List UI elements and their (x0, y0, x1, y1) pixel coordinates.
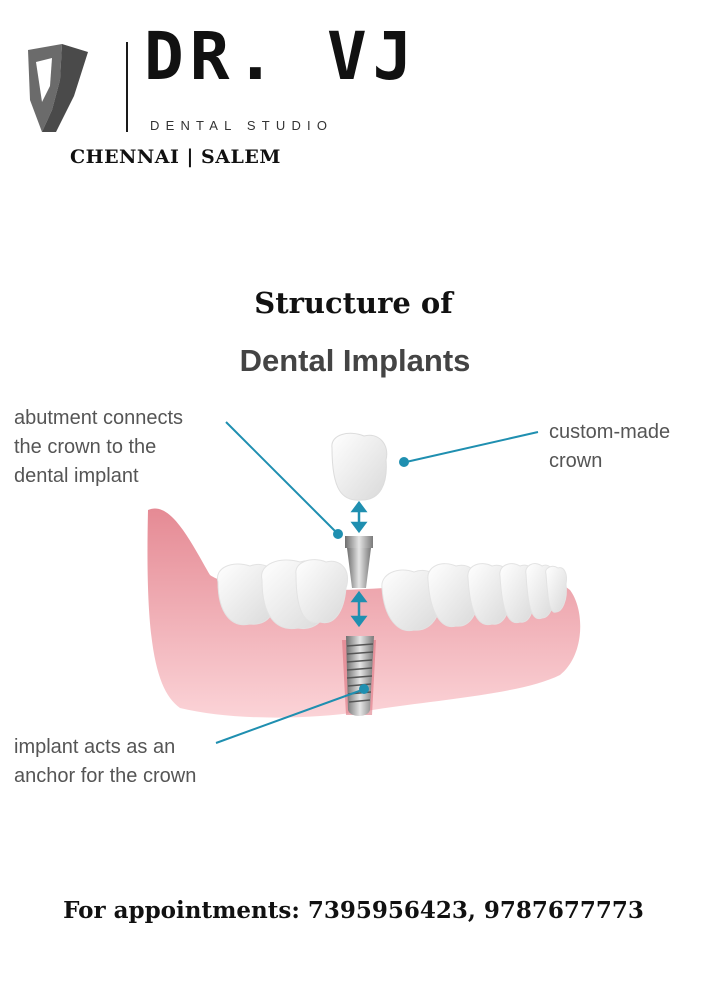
arrow-abutment-implant (350, 590, 368, 628)
pointer-abutment (225, 421, 343, 539)
abutment (345, 536, 373, 588)
clinic-locations: CHENNAI | SALEM (70, 146, 281, 168)
implant-diagram (147, 421, 581, 744)
logo-divider (126, 42, 128, 132)
clinic-logo: DR. VJ DENTAL STUDIO (22, 24, 412, 138)
crown (331, 432, 388, 501)
label-implant: implant acts as an anchor for the crown (14, 736, 197, 787)
implant-screw (346, 636, 374, 716)
poster-title-line1: Structure of (254, 286, 453, 320)
label-crown: custom-made crown (549, 421, 671, 472)
label-abutment: abutment connects the crown to the denta… (14, 407, 183, 487)
logo-name: DR. VJ (144, 18, 419, 95)
logo-subtitle: DENTAL STUDIO (150, 118, 334, 133)
gum (147, 508, 581, 718)
pointer-implant (215, 684, 369, 744)
teeth-right (381, 563, 567, 632)
teeth-left (216, 559, 348, 630)
appointment-contact: For appointments: 7395956423, 9787677773 (63, 897, 644, 924)
tooth-logo-icon (28, 44, 88, 132)
arrow-crown-abutment (350, 500, 368, 534)
poster-title-line2: Dental Implants (239, 343, 471, 378)
pointer-crown (399, 431, 539, 467)
